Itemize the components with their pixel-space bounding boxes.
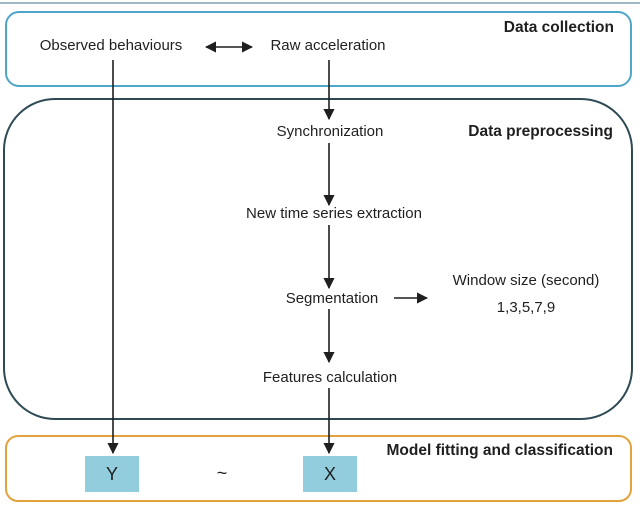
model-fitting-panel: Model fitting and classification Y ~ X (5, 435, 632, 502)
new-time-series-extraction-label: New time series extraction (246, 204, 422, 222)
data-collection-panel: Data collection Observed behaviours Raw … (5, 11, 632, 87)
data-preprocessing-panel: Data preprocessing Synchronization New t… (3, 98, 633, 420)
data-collection-title: Data collection (503, 19, 614, 36)
y-variable-box: Y (85, 456, 139, 492)
model-fitting-title: Model fitting and classification (386, 442, 614, 459)
x-variable-box: X (303, 456, 357, 492)
segmentation-label: Segmentation (285, 289, 379, 307)
data-preprocessing-title: Data preprocessing (468, 123, 613, 140)
window-size-label: Window size (second) (452, 271, 600, 289)
features-calculation-label: Features calculation (262, 368, 398, 386)
figure-top-border (0, 2, 640, 4)
window-size-values: 1,3,5,7,9 (496, 298, 556, 316)
raw-acceleration-label: Raw acceleration (270, 36, 386, 54)
synchronization-label: Synchronization (276, 122, 384, 140)
tilde-symbol: ~ (216, 463, 228, 484)
observed-behaviours-label: Observed behaviours (39, 36, 183, 54)
